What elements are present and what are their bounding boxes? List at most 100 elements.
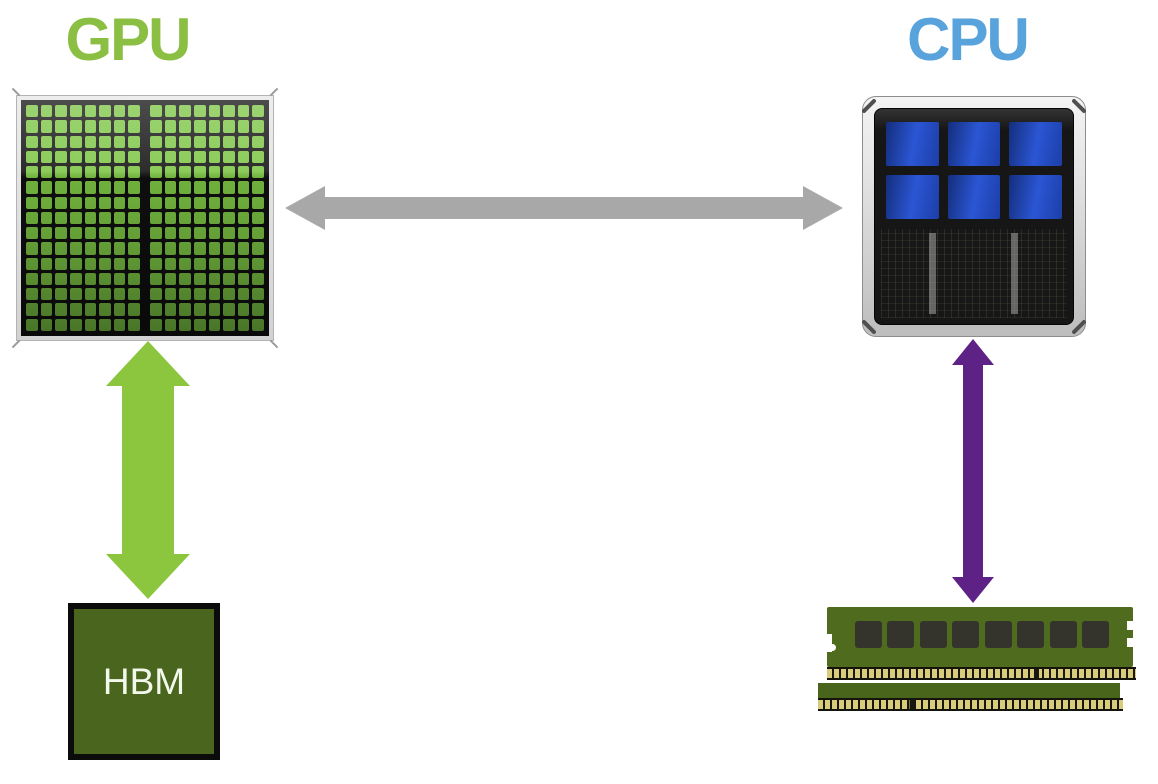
- gpu-core-cell: [40, 227, 53, 240]
- gpu-core-cell: [113, 211, 126, 225]
- gpu-core-cell: [113, 288, 126, 301]
- gpu-core-cell: [193, 288, 206, 301]
- gpu-core-cell: [179, 211, 191, 225]
- gpu-core-cell: [55, 181, 67, 194]
- gpu-core-cell: [150, 227, 162, 240]
- gpu-cpu-arrow-shape: [285, 186, 843, 230]
- gpu-core-cell: [40, 135, 53, 148]
- gpu-core-cell: [237, 181, 250, 194]
- gpu-core-cell: [128, 105, 140, 118]
- ram-module-graphic: [818, 607, 1142, 719]
- gpu-core-cell: [179, 257, 191, 270]
- gpu-core-cell: [179, 288, 191, 301]
- gpu-core-cell: [252, 166, 264, 179]
- cpu-uncore-bar: [1011, 233, 1019, 314]
- gpu-core-cell: [128, 120, 140, 133]
- gpu-core-cell: [223, 135, 235, 148]
- gpu-die: [21, 100, 269, 336]
- gpu-core-cell: [99, 150, 111, 164]
- gpu-core-array-right: [150, 105, 264, 331]
- gpu-core-cell: [84, 181, 97, 194]
- gpu-core-cell: [223, 318, 235, 331]
- gpu-core-cell: [193, 120, 206, 133]
- ram-board-front: [827, 607, 1133, 667]
- gpu-core-cell: [26, 272, 38, 286]
- gpu-core-cell: [150, 303, 162, 316]
- gpu-corner-tick-icon: [269, 87, 279, 97]
- gpu-core-cell: [252, 227, 264, 240]
- gpu-core-cell: [99, 120, 111, 133]
- gpu-core-cell: [164, 288, 177, 301]
- gpu-core-cell: [128, 196, 140, 209]
- gpu-corner-tick-icon: [11, 87, 21, 97]
- gpu-core-cell: [26, 181, 38, 194]
- gpu-core-cell: [113, 120, 126, 133]
- gpu-core-cell: [237, 150, 250, 164]
- gpu-core-cell: [223, 288, 235, 301]
- gpu-core-cell: [26, 105, 38, 118]
- gpu-core-cell: [128, 150, 140, 164]
- gpu-core-cell: [55, 211, 67, 225]
- gpu-core-cell: [113, 318, 126, 331]
- gpu-core-cell: [99, 135, 111, 148]
- gpu-core-cell: [84, 288, 97, 301]
- gpu-core-cell: [252, 181, 264, 194]
- gpu-core-cell: [164, 272, 177, 286]
- gpu-core-cell: [113, 242, 126, 255]
- gpu-core-cell: [223, 150, 235, 164]
- gpu-core-cell: [113, 150, 126, 164]
- gpu-core-cell: [69, 288, 82, 301]
- gpu-core-cell: [252, 120, 264, 133]
- gpu-core-cell: [150, 257, 162, 270]
- gpu-core-cell: [84, 272, 97, 286]
- gpu-core-cell: [237, 318, 250, 331]
- gpu-core-cell: [208, 272, 221, 286]
- gpu-core-cell: [40, 105, 53, 118]
- gpu-core-cell: [26, 288, 38, 301]
- gpu-core-cell: [208, 318, 221, 331]
- gpu-core-cell: [237, 257, 250, 270]
- gpu-core-cell: [252, 105, 264, 118]
- ram-memory-chip: [887, 621, 915, 648]
- ram-edge-notch: [1127, 621, 1133, 630]
- ram-edge-notch: [827, 634, 832, 652]
- gpu-core-cell: [69, 135, 82, 148]
- gpu-core-cell: [55, 227, 67, 240]
- gpu-core-cell: [69, 105, 82, 118]
- gpu-core-cell: [193, 181, 206, 194]
- gpu-core-cell: [128, 272, 140, 286]
- gpu-core-cell: [84, 166, 97, 179]
- gpu-core-cell: [150, 120, 162, 133]
- gpu-core-cell: [113, 272, 126, 286]
- gpu-core-cell: [252, 288, 264, 301]
- gpu-core-cell: [208, 242, 221, 255]
- gpu-core-cell: [113, 303, 126, 316]
- gpu-core-cell: [99, 272, 111, 286]
- gpu-core-cell: [223, 211, 235, 225]
- gpu-core-cell: [179, 227, 191, 240]
- gpu-core-cell: [26, 242, 38, 255]
- gpu-core-cell: [179, 242, 191, 255]
- gpu-core-cell: [208, 211, 221, 225]
- gpu-core-cell: [128, 135, 140, 148]
- gpu-core-cell: [84, 120, 97, 133]
- gpu-core-cell: [179, 105, 191, 118]
- gpu-core-cell: [55, 120, 67, 133]
- gpu-core-cell: [150, 288, 162, 301]
- ram-memory-chip: [984, 621, 1012, 648]
- gpu-core-cell: [193, 135, 206, 148]
- cpu-corner-tick-icon: [1071, 98, 1087, 114]
- gpu-core-cell: [150, 242, 162, 255]
- gpu-core-cell: [150, 196, 162, 209]
- gpu-core-cell: [164, 318, 177, 331]
- gpu-core-cell: [55, 196, 67, 209]
- gpu-core-cell: [193, 150, 206, 164]
- gpu-core-cell: [84, 150, 97, 164]
- gpu-core-cell: [69, 211, 82, 225]
- gpu-core-cell: [84, 196, 97, 209]
- gpu-core-cell: [40, 181, 53, 194]
- gpu-core-cell: [208, 120, 221, 133]
- gpu-hbm-arrow: [106, 341, 190, 599]
- gpu-corner-tick-icon: [11, 339, 21, 349]
- gpu-core-cell: [40, 257, 53, 270]
